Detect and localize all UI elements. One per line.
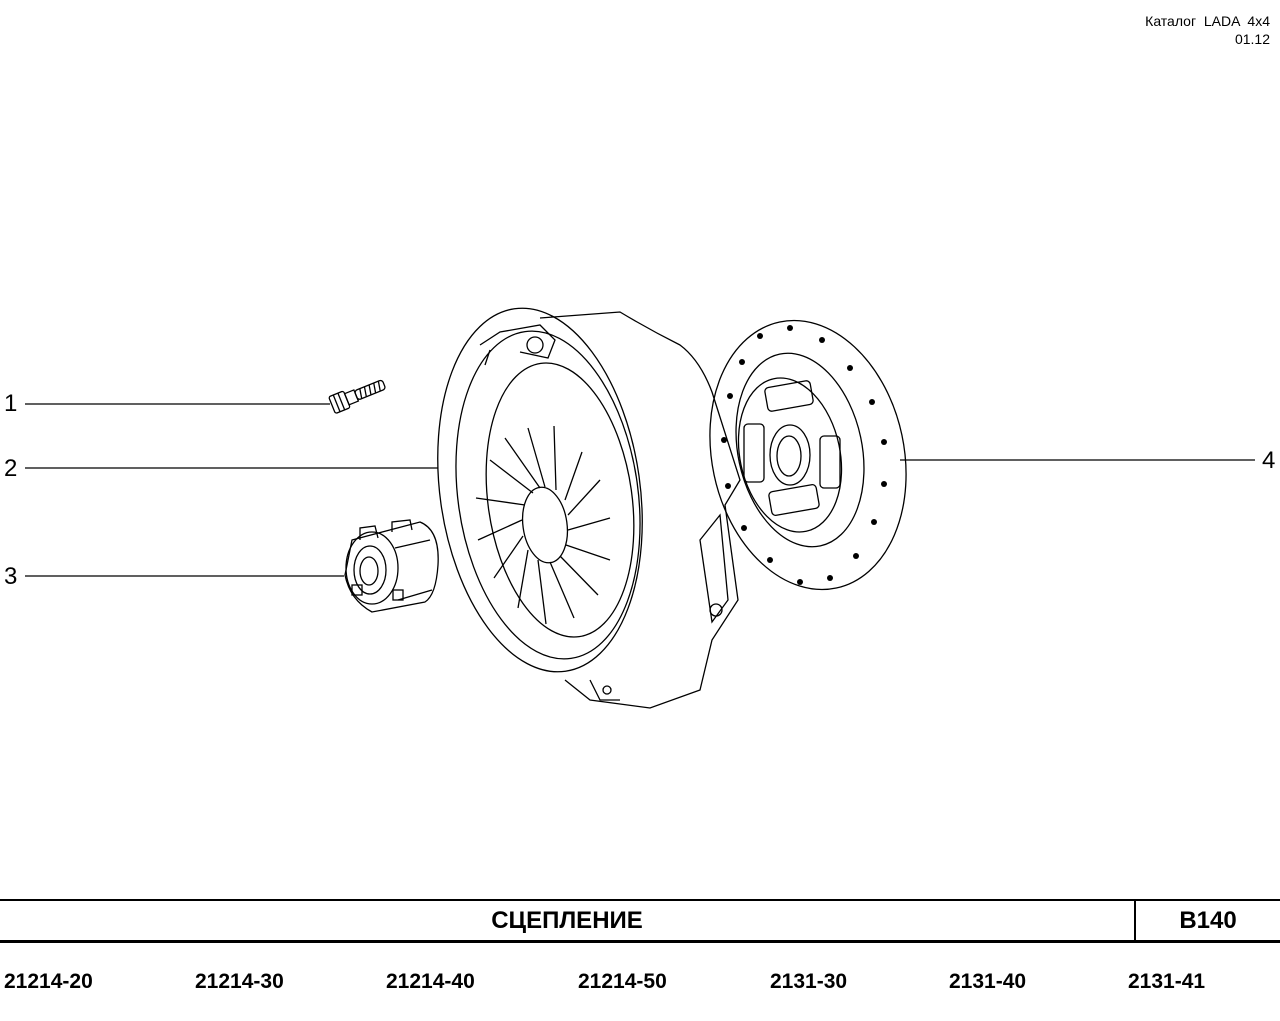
model-item: 21214-20 bbox=[4, 970, 93, 993]
diaphragm-spring-fingers bbox=[475, 425, 611, 625]
catalog-date: 01.12 bbox=[1234, 31, 1270, 47]
model-item: 2131-41 bbox=[1128, 970, 1206, 993]
release-bearing-drawing bbox=[344, 519, 439, 613]
model-item: 21214-50 bbox=[578, 970, 667, 993]
pressure-plate-drawing bbox=[437, 307, 741, 709]
model-item: 21214-40 bbox=[386, 970, 475, 993]
clutch-disc-drawing bbox=[709, 319, 907, 591]
friction-rivets bbox=[721, 325, 887, 585]
clutch-exploded-diagram bbox=[25, 307, 1255, 709]
model-item: 2131-30 bbox=[770, 970, 848, 993]
callout-2: 2 bbox=[4, 455, 18, 482]
damper-springs bbox=[743, 380, 841, 517]
section-title: СЦЕПЛЕНИЕ bbox=[491, 906, 643, 934]
section-code: B140 bbox=[1134, 901, 1280, 940]
bolt-drawing bbox=[328, 379, 386, 414]
callout-4: 4 bbox=[1262, 447, 1276, 474]
callout-3: 3 bbox=[4, 563, 18, 590]
model-item: 2131-40 bbox=[949, 970, 1027, 993]
catalog-name: Каталог LADA 4x4 bbox=[1145, 13, 1270, 29]
model-item: 21214-30 bbox=[195, 970, 284, 993]
title-block: СЦЕПЛЕНИЕ B140 bbox=[0, 899, 1280, 943]
callout-1: 1 bbox=[4, 390, 18, 417]
catalog-header: Каталог LADA 4x4 01.12 bbox=[1145, 12, 1270, 48]
model-list: 21214-20 21214-30 21214-40 21214-50 2131… bbox=[0, 970, 1280, 998]
